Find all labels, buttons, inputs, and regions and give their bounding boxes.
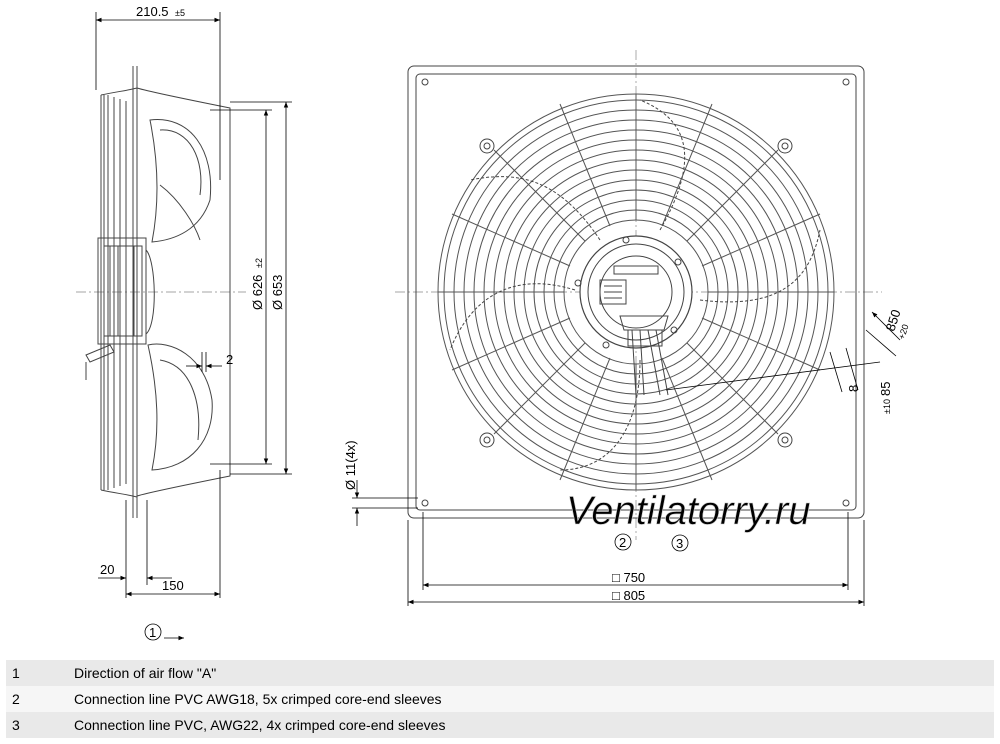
guard-lugs	[479, 138, 793, 448]
cable-length-label: 850	[883, 308, 904, 333]
front-blades	[449, 99, 821, 471]
watermark: Ventilatorry.ru	[566, 489, 811, 533]
inner-diameter-label: Ø 626	[250, 275, 265, 310]
side-overall-tol: ±5	[175, 8, 185, 18]
legend-number: 2	[6, 686, 68, 712]
mounting-plate	[407, 65, 865, 519]
square-outer-label: □ 805	[612, 588, 645, 603]
cable-length-tol: +20	[896, 323, 910, 341]
callout-3: 3	[676, 536, 683, 551]
mounting-hole	[842, 78, 850, 86]
callout-2: 2	[619, 535, 626, 550]
callout-3-circle	[671, 534, 689, 552]
mounting-hole	[421, 78, 429, 86]
legend-number: 1	[6, 660, 68, 686]
side-dimensions: 210.5 ±5 Ø 626 ±2 Ø 653 2 20 150 1	[95, 4, 292, 641]
sleeve-label: 8	[846, 385, 861, 392]
strip-length-label: 85	[878, 382, 893, 396]
side-view	[76, 66, 246, 518]
guard-grille	[437, 93, 835, 491]
mounting-hole	[842, 499, 850, 507]
callout-2-circle	[614, 533, 632, 551]
side-overall-label: 210.5	[136, 4, 169, 19]
legend-text: Direction of air flow "A"	[68, 660, 994, 686]
strip-length-tol: ±10	[882, 399, 892, 414]
flange-label: 20	[100, 562, 114, 577]
legend-number: 3	[6, 712, 68, 738]
cables	[619, 315, 669, 396]
side-blades	[147, 119, 213, 471]
front-dimensions: □ 750 □ 805 Ø 11(4x) 850 +20 8 85 ±10 2 …	[343, 308, 911, 606]
legend-text: Connection line PVC AWG18, 5x crimped co…	[68, 686, 994, 712]
legend-text: Connection line PVC, AWG22, 4x crimped c…	[68, 712, 994, 738]
legend-row: 2 Connection line PVC AWG18, 5x crimped …	[6, 686, 994, 712]
callout-1-circle	[144, 623, 162, 641]
front-view	[395, 50, 882, 540]
depth-label: 150	[162, 578, 184, 593]
inner-diameter-tol: ±2	[254, 258, 264, 268]
side-guard	[100, 87, 138, 498]
legend-table: 1 Direction of air flow "A" 2 Connection…	[6, 660, 994, 738]
square-inner-label: □ 750	[612, 570, 645, 585]
callout-1: 1	[149, 625, 156, 640]
legend-row: 3 Connection line PVC, AWG22, 4x crimped…	[6, 712, 994, 738]
gap-label: 2	[226, 352, 233, 367]
hole-label: Ø 11(4x)	[343, 440, 358, 490]
mounting-hole	[421, 499, 429, 507]
outer-diameter-label: Ø 653	[270, 275, 285, 310]
legend-row: 1 Direction of air flow "A"	[6, 660, 994, 686]
fan-technical-drawing: 210.5 ±5 Ø 626 ±2 Ø 653 2 20 150 1	[76, 4, 911, 641]
side-motor	[97, 237, 155, 345]
front-motor-hub	[574, 235, 693, 349]
